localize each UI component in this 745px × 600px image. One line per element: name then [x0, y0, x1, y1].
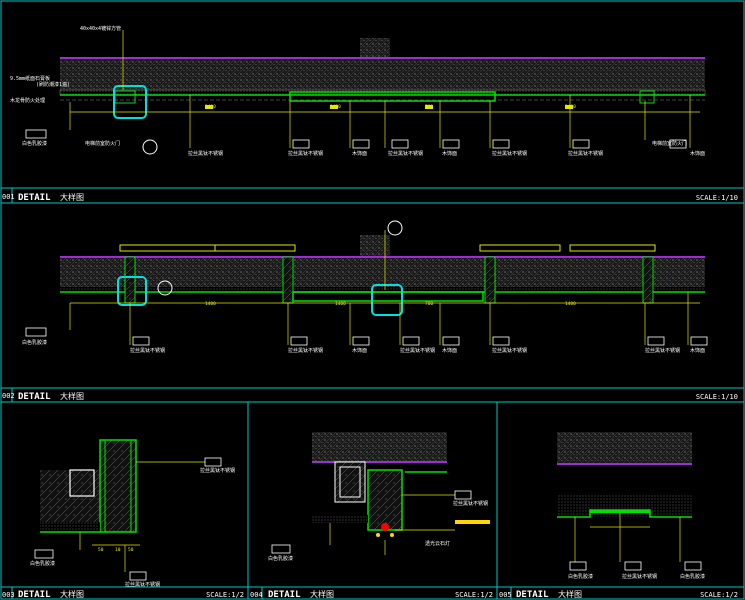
svg-text:拉丝黑钛不锈钢: 拉丝黑钛不锈钢: [492, 347, 527, 354]
p1-left-note-2: (刷防潮漆1遍): [36, 81, 70, 88]
svg-text:SCALE:1/2: SCALE:1/2: [700, 591, 738, 599]
detail-callout: [113, 85, 147, 119]
svg-text:木饰面: 木饰面: [690, 347, 705, 354]
svg-text:SCALE:1/2: SCALE:1/2: [206, 591, 244, 599]
svg-text:SCALE:1/2: SCALE:1/2: [455, 591, 493, 599]
beam: [360, 38, 390, 60]
svg-text:DETAIL: DETAIL: [18, 590, 51, 600]
svg-text:大样图: 大样图: [558, 589, 582, 599]
p1-side-note: 电梯前室防火门: [85, 140, 120, 147]
p1-steel-4: 拉丝黑钛不锈钢: [492, 150, 527, 157]
svg-text:004: 004: [250, 591, 263, 599]
svg-text:白色乳胶漆: 白色乳胶漆: [30, 560, 55, 567]
panel-004: 拉丝黑钛不锈钢 白色乳胶漆 透光云石灯 004 DETAIL 大样图 SCALE…: [248, 432, 497, 600]
svg-text:1400: 1400: [565, 301, 576, 307]
svg-text:拉丝黑钛不锈钢: 拉丝黑钛不锈钢: [288, 347, 323, 354]
p1-wood-3: 木饰面: [690, 150, 705, 157]
svg-text:拉丝黑钛不锈钢: 拉丝黑钛不锈钢: [125, 581, 160, 588]
detail-callout-center: [371, 284, 403, 316]
svg-text:拉丝黑钛不锈钢: 拉丝黑钛不锈钢: [400, 347, 435, 354]
svg-text:1400: 1400: [335, 301, 346, 307]
svg-text:DETAIL: DETAIL: [18, 392, 51, 402]
svg-text:白色乳胶漆: 白色乳胶漆: [268, 555, 293, 562]
svg-text:50: 50: [128, 547, 134, 553]
svg-text:白色乳胶漆: 白色乳胶漆: [568, 573, 593, 580]
svg-text:700: 700: [425, 301, 433, 307]
panel-003: 拉丝黑钛不锈钢 白色乳胶漆 拉丝黑钛不锈钢 50 10 50 003 DETAI…: [1, 439, 248, 600]
light-note: 透光云石灯: [425, 540, 450, 547]
svg-text:拉丝黑钛不锈钢: 拉丝黑钛不锈钢: [622, 573, 657, 580]
svg-text:木饰面: 木饰面: [352, 347, 367, 354]
svg-text:大样图: 大样图: [310, 589, 334, 599]
svg-text:1400: 1400: [205, 104, 216, 110]
svg-text:大样图: 大样图: [60, 589, 84, 599]
svg-text:1400: 1400: [205, 301, 216, 307]
svg-text:003: 003: [2, 591, 15, 599]
panel-title: DETAIL: [18, 193, 51, 203]
panel-005: 白色乳胶漆 拉丝黑钛不锈钢 白色乳胶漆 005 DETAIL 大样图 SCALE…: [497, 432, 744, 600]
p1-left-note-1: 9.5mm纸面石膏板: [10, 75, 50, 82]
panel-subtitle: 大样图: [60, 192, 84, 202]
svg-text:002: 002: [2, 392, 15, 400]
svg-text:1400: 1400: [330, 104, 341, 110]
svg-text:拉丝黑钛不锈钢: 拉丝黑钛不锈钢: [200, 467, 235, 474]
svg-text:白色乳胶漆: 白色乳胶漆: [22, 339, 47, 346]
p1-steel-5: 拉丝黑钛不锈钢: [568, 150, 603, 157]
svg-text:700: 700: [425, 104, 433, 110]
p1-left-note-3: 木龙骨防火处理: [10, 97, 45, 104]
svg-text:005: 005: [499, 591, 512, 599]
svg-text:DETAIL: DETAIL: [516, 590, 549, 600]
svg-text:1400: 1400: [565, 104, 576, 110]
p1-steel-1: 拉丝黑钛不锈钢: [188, 150, 223, 157]
panel-number: 001: [2, 193, 15, 201]
svg-text:拉丝黑钛不锈钢: 拉丝黑钛不锈钢: [453, 500, 488, 507]
panel-001: 40x40x4镀锌方管 9.5mm纸面石膏板 (刷防潮漆1遍) 木龙骨防火处理 …: [1, 25, 744, 204]
p1-side-right: 电梯前室防火门: [652, 140, 687, 147]
panel-002: 1400 1400 700 1400 白色乳胶漆 拉丝黑钛不锈钢 拉丝黑钛不锈钢…: [1, 220, 744, 403]
panel-scale: SCALE:1/10: [696, 194, 738, 202]
p1-top-note: 40x40x4镀锌方管: [80, 25, 121, 32]
p1-wood: 木饰面: [352, 150, 367, 157]
p1-steel-3: 拉丝黑钛不锈钢: [388, 150, 423, 157]
svg-text:木饰面: 木饰面: [442, 347, 457, 354]
svg-text:拉丝黑钛不锈钢: 拉丝黑钛不锈钢: [130, 347, 165, 354]
svg-text:拉丝黑钛不锈钢: 拉丝黑钛不锈钢: [645, 347, 680, 354]
svg-text:SCALE:1/10: SCALE:1/10: [696, 393, 738, 401]
svg-text:10: 10: [115, 547, 121, 553]
ceiling-slab: [60, 58, 705, 90]
svg-text:白色乳胶漆: 白色乳胶漆: [680, 573, 705, 580]
p1-paint: 白色乳胶漆: [22, 140, 47, 147]
detail-callout-left: [117, 276, 147, 306]
p1-wood-2: 木饰面: [442, 150, 457, 157]
svg-text:DETAIL: DETAIL: [268, 590, 301, 600]
svg-text:50: 50: [98, 547, 104, 553]
p1-steel-2: 拉丝黑钛不锈钢: [288, 150, 323, 157]
svg-text:大样图: 大样图: [60, 391, 84, 401]
